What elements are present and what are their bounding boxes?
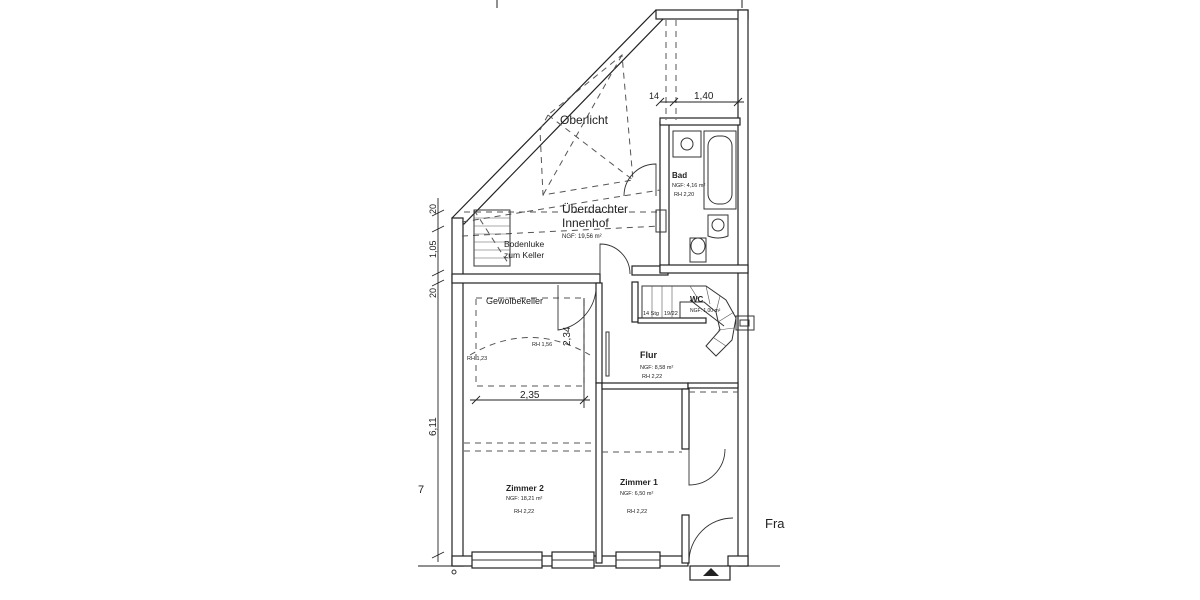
bodenluke-line1: Bodenluke	[504, 239, 544, 249]
cellar-stair	[473, 209, 511, 267]
room-label-oberlicht: Oberlicht	[560, 113, 609, 127]
dim-keller-width: 2,35	[520, 390, 540, 401]
room-label-bad: Bad	[672, 171, 687, 180]
entrance-arrow-icon	[703, 568, 719, 576]
main-stair	[641, 285, 755, 357]
room-label-gewoelbekeller: Gewölbekeller	[486, 296, 543, 306]
dim-left-edge: 7	[418, 484, 424, 496]
flur-area: NGF: 8,58 m²	[640, 365, 673, 371]
keller-height-center: RH 1,56	[532, 342, 552, 348]
zimmer2-height: RH 2,22	[514, 509, 534, 515]
innenhof-area: NGF: 19,56 m²	[562, 234, 602, 240]
dim-keller-depth: 2,34	[562, 326, 573, 346]
neighbor-label: Fra	[765, 516, 785, 531]
room-label-wc: WC	[690, 295, 704, 304]
zimmer1-height: RH 2,22	[627, 509, 647, 515]
bodenluke-line2: zum Keller	[504, 250, 544, 260]
skylight-outline	[539, 20, 677, 196]
stair-label-left: 14 Stg	[643, 311, 659, 317]
dim-bad-width: 1,40	[694, 91, 714, 102]
zimmer2-area: NGF: 18,21 m²	[506, 496, 543, 502]
room-label-flur: Flur	[640, 350, 657, 360]
stair-label-right: 19/22	[664, 311, 678, 317]
room-label-innenhof-line2: Innenhof	[562, 216, 609, 230]
room-label-zimmer2: Zimmer 2	[506, 483, 544, 493]
interior-walls	[451, 117, 749, 564]
dimension-lines	[431, 97, 744, 562]
keller-height-left: RH 1,23	[467, 356, 487, 362]
canopy-lines	[461, 189, 661, 237]
dim-left-20-top: 20	[428, 204, 438, 214]
dim-left-611: 6,11	[428, 417, 439, 436]
bad-height: RH 2,20	[674, 192, 694, 198]
bad-area: NGF: 4,16 m²	[672, 183, 705, 189]
doors	[557, 163, 734, 563]
bathroom-fixtures	[672, 130, 737, 263]
flur-height: RH 2,22	[642, 374, 662, 380]
zimmer1-area: NGF: 6,50 m²	[620, 491, 653, 497]
room-label-innenhof-line1: Überdachter	[562, 202, 628, 216]
room-label-zimmer1: Zimmer 1	[620, 477, 658, 487]
dim-left-20-mid: 20	[428, 288, 438, 298]
vault-outline	[464, 297, 738, 453]
dim-left-105: 1,05	[428, 240, 438, 258]
wc-area: NGF: 1,00 m²	[690, 308, 721, 314]
dim-bad-wall: 14	[649, 91, 659, 101]
windows	[451, 551, 731, 581]
